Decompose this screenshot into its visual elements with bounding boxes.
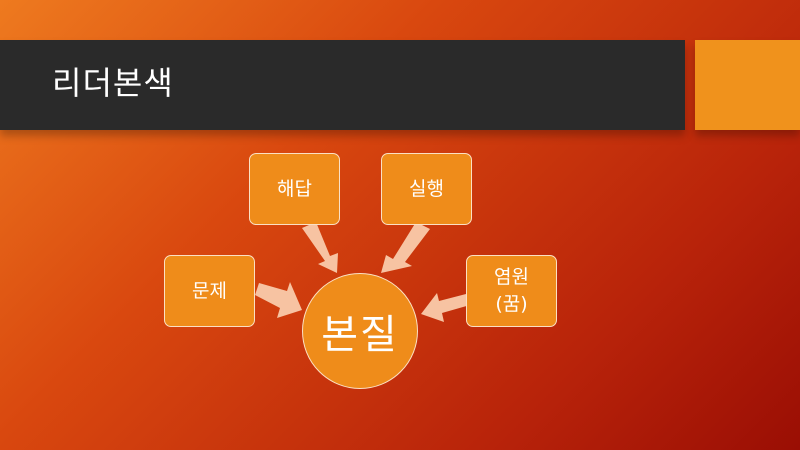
node-wish-label-line1: 염원 — [494, 266, 529, 289]
arrow-wish-to-center — [421, 293, 470, 322]
node-answer-label: 해답 — [277, 177, 312, 200]
center-node-label: 본질 — [321, 312, 399, 358]
arrow-answer-to-center — [302, 222, 338, 273]
node-execution: 실행 — [381, 153, 472, 225]
title-bar: 리더본색 — [0, 40, 685, 130]
arrow-problem-to-center — [255, 282, 302, 318]
node-answer: 해답 — [249, 153, 340, 225]
center-node: 본질 — [302, 273, 418, 389]
node-wish: 염원 (꿈) — [466, 255, 557, 327]
slide-title: 리더본색 — [52, 64, 174, 102]
arrow-execution-to-center — [381, 222, 430, 273]
node-problem-label: 문제 — [192, 279, 227, 302]
node-problem: 문제 — [164, 255, 255, 327]
node-execution-label: 실행 — [409, 177, 444, 200]
accent-box — [695, 40, 800, 130]
node-wish-label-line2: (꿈) — [495, 293, 528, 315]
